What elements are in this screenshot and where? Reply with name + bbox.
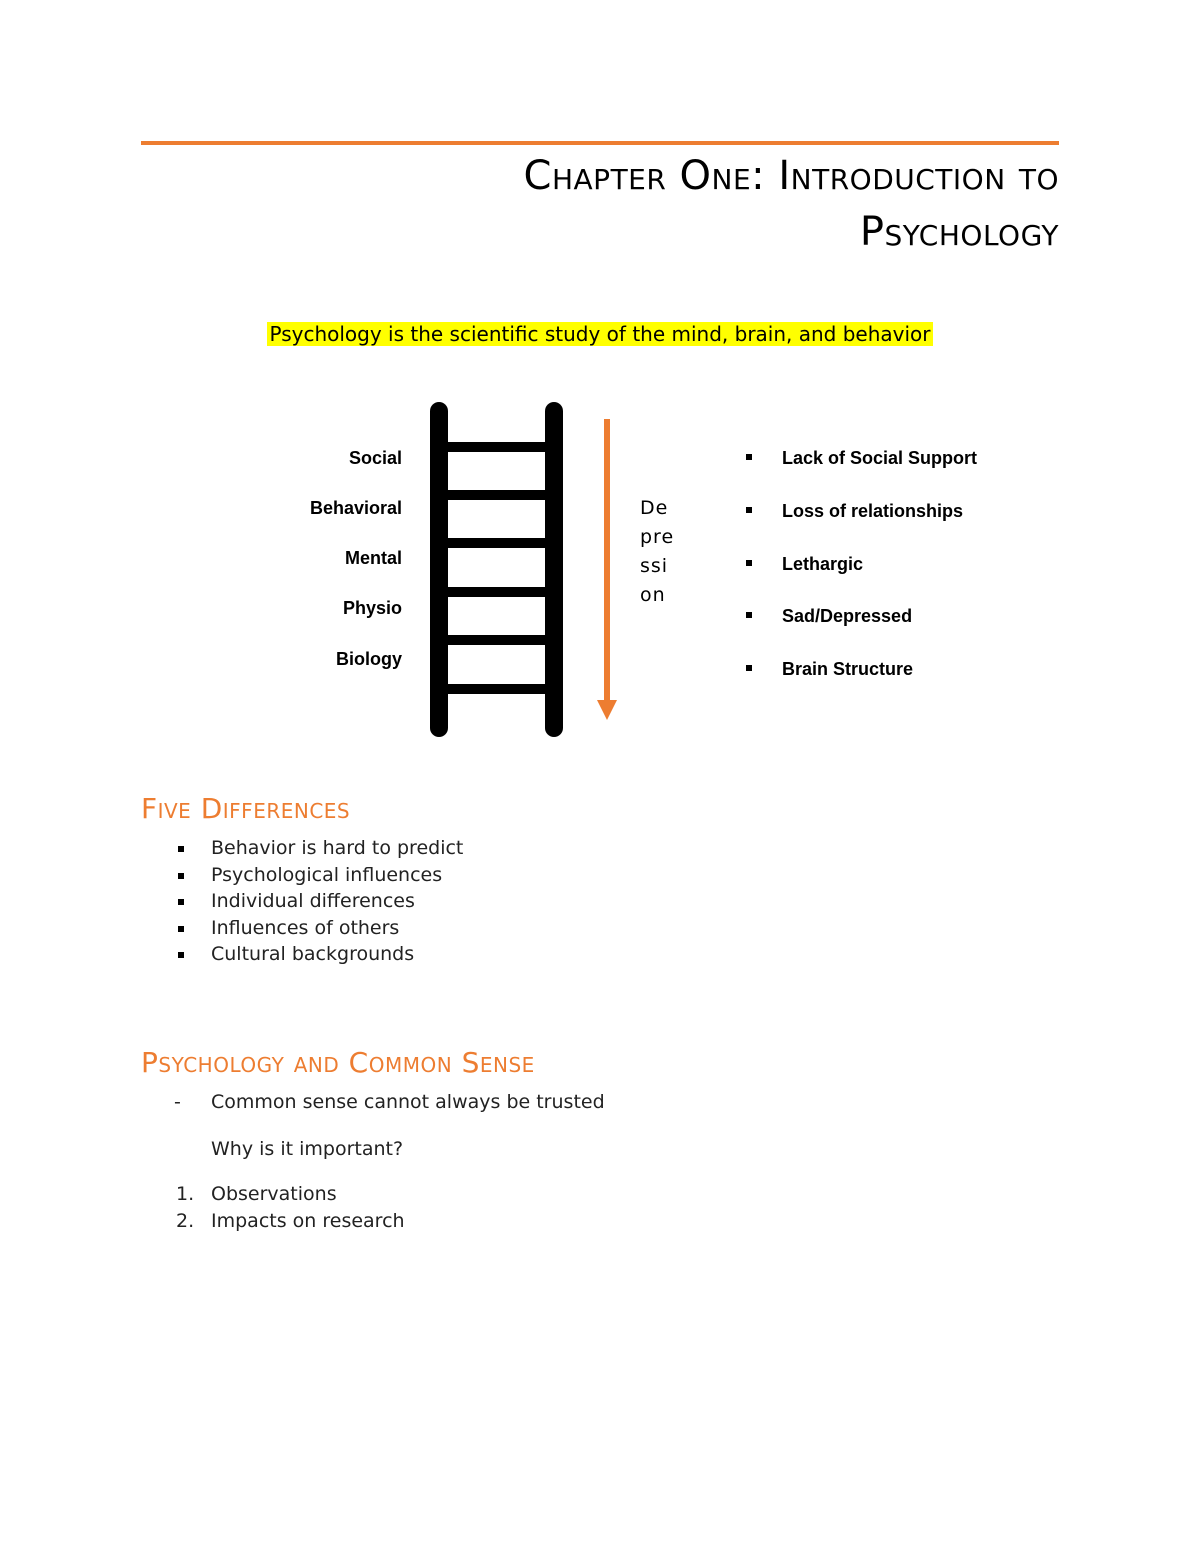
list-item: Behavior is hard to predict [0, 835, 463, 862]
list-item-text: Behavior is hard to predict [211, 837, 464, 859]
arrow-label-line: De [640, 497, 669, 519]
page-title-line-1: Chapter One: Introduction to [523, 153, 1059, 199]
list-item-text: Impacts on research [211, 1209, 405, 1232]
list-item-text: Cultural backgrounds [211, 943, 415, 965]
down-arrow-icon [597, 700, 617, 720]
list-item-text: Individual differences [211, 890, 415, 912]
symptom-item: Lack of Social Support [746, 447, 977, 469]
ladder-label-biology: Biology [336, 649, 402, 669]
list-number: 2. [176, 1209, 195, 1232]
symptom-text: Sad/Depressed [782, 606, 913, 626]
down-arrow-shaft [604, 419, 610, 703]
arrow-label-line: ssi [640, 555, 669, 577]
question-text: Why is it important? [211, 1138, 404, 1160]
symptom-item: Brain Structure [746, 658, 913, 680]
header-rule [141, 141, 1059, 145]
list-item: Psychological influences [0, 862, 463, 889]
square-bullet-icon [178, 899, 184, 905]
square-bullet-icon [178, 925, 184, 932]
dash-bullet-icon: - [174, 1091, 181, 1113]
ladder-label-physio: Physio [342, 598, 402, 618]
square-bullet-icon [178, 872, 184, 879]
square-bullet-icon [746, 612, 752, 619]
symptom-item: Lethargic [746, 553, 863, 575]
ladder-rung [440, 490, 555, 500]
arrow-label-line: on [640, 584, 666, 606]
ladder-label-social: Social [348, 448, 402, 468]
symptom-item: Sad/Depressed [746, 605, 912, 627]
symptom-text: Lethargic [782, 554, 864, 574]
arrow-label-line: pre [640, 526, 675, 548]
definition-highlight: Psychology is the scientific study of th… [267, 322, 933, 346]
ladder-rung [440, 635, 555, 645]
list-item-text: Influences of others [211, 916, 400, 939]
ladder-rung [440, 587, 555, 597]
ladder-rail-left [430, 402, 448, 737]
square-bullet-icon [178, 952, 184, 958]
square-bullet-icon [746, 507, 752, 514]
section-heading-common-sense: Psychology and Common Sense [141, 1046, 535, 1079]
page-title-line-2: Psychology [859, 209, 1059, 255]
list-item-text: Psychological influences [211, 863, 443, 886]
numbered-list: 1. Observations 2. Impacts on research [0, 1181, 405, 1234]
numbered-list-item: 1. Observations [0, 1181, 405, 1208]
square-bullet-icon [178, 846, 184, 852]
arrow-label: De pre ssi on [640, 494, 690, 610]
numbered-list-item: 2. Impacts on research [0, 1208, 405, 1235]
ladder-rung [440, 442, 555, 452]
ladder-label-behavioral: Behavioral [309, 498, 402, 518]
square-bullet-icon [746, 454, 752, 461]
symptom-text: Lack of Social Support [782, 448, 978, 468]
square-bullet-icon [746, 560, 752, 567]
list-number: 1. [176, 1183, 195, 1205]
ladder-rung [440, 538, 555, 548]
symptom-text: Loss of relationships [782, 501, 964, 521]
list-item-text: Observations [211, 1183, 337, 1205]
list-item: Cultural backgrounds [0, 941, 463, 968]
ladder-rung [440, 684, 555, 694]
ladder-rail-right [545, 402, 563, 737]
dash-item-text: Common sense cannot always be trusted [211, 1091, 605, 1113]
square-bullet-icon [746, 665, 752, 672]
symptom-text: Brain Structure [782, 659, 914, 679]
ladder-label-mental: Mental [344, 548, 402, 568]
five-differences-list: Behavior is hard to predict Psychologica… [0, 835, 463, 968]
section-heading-five-differences: Five Differences [141, 792, 351, 825]
list-item: Influences of others [0, 915, 463, 942]
definition-block: Psychology is the scientific study of th… [0, 320, 1200, 348]
page-title: Chapter One: Introduction to Psychology [299, 148, 1059, 260]
list-item: Individual differences [0, 888, 463, 915]
symptom-item: Loss of relationships [746, 500, 963, 522]
